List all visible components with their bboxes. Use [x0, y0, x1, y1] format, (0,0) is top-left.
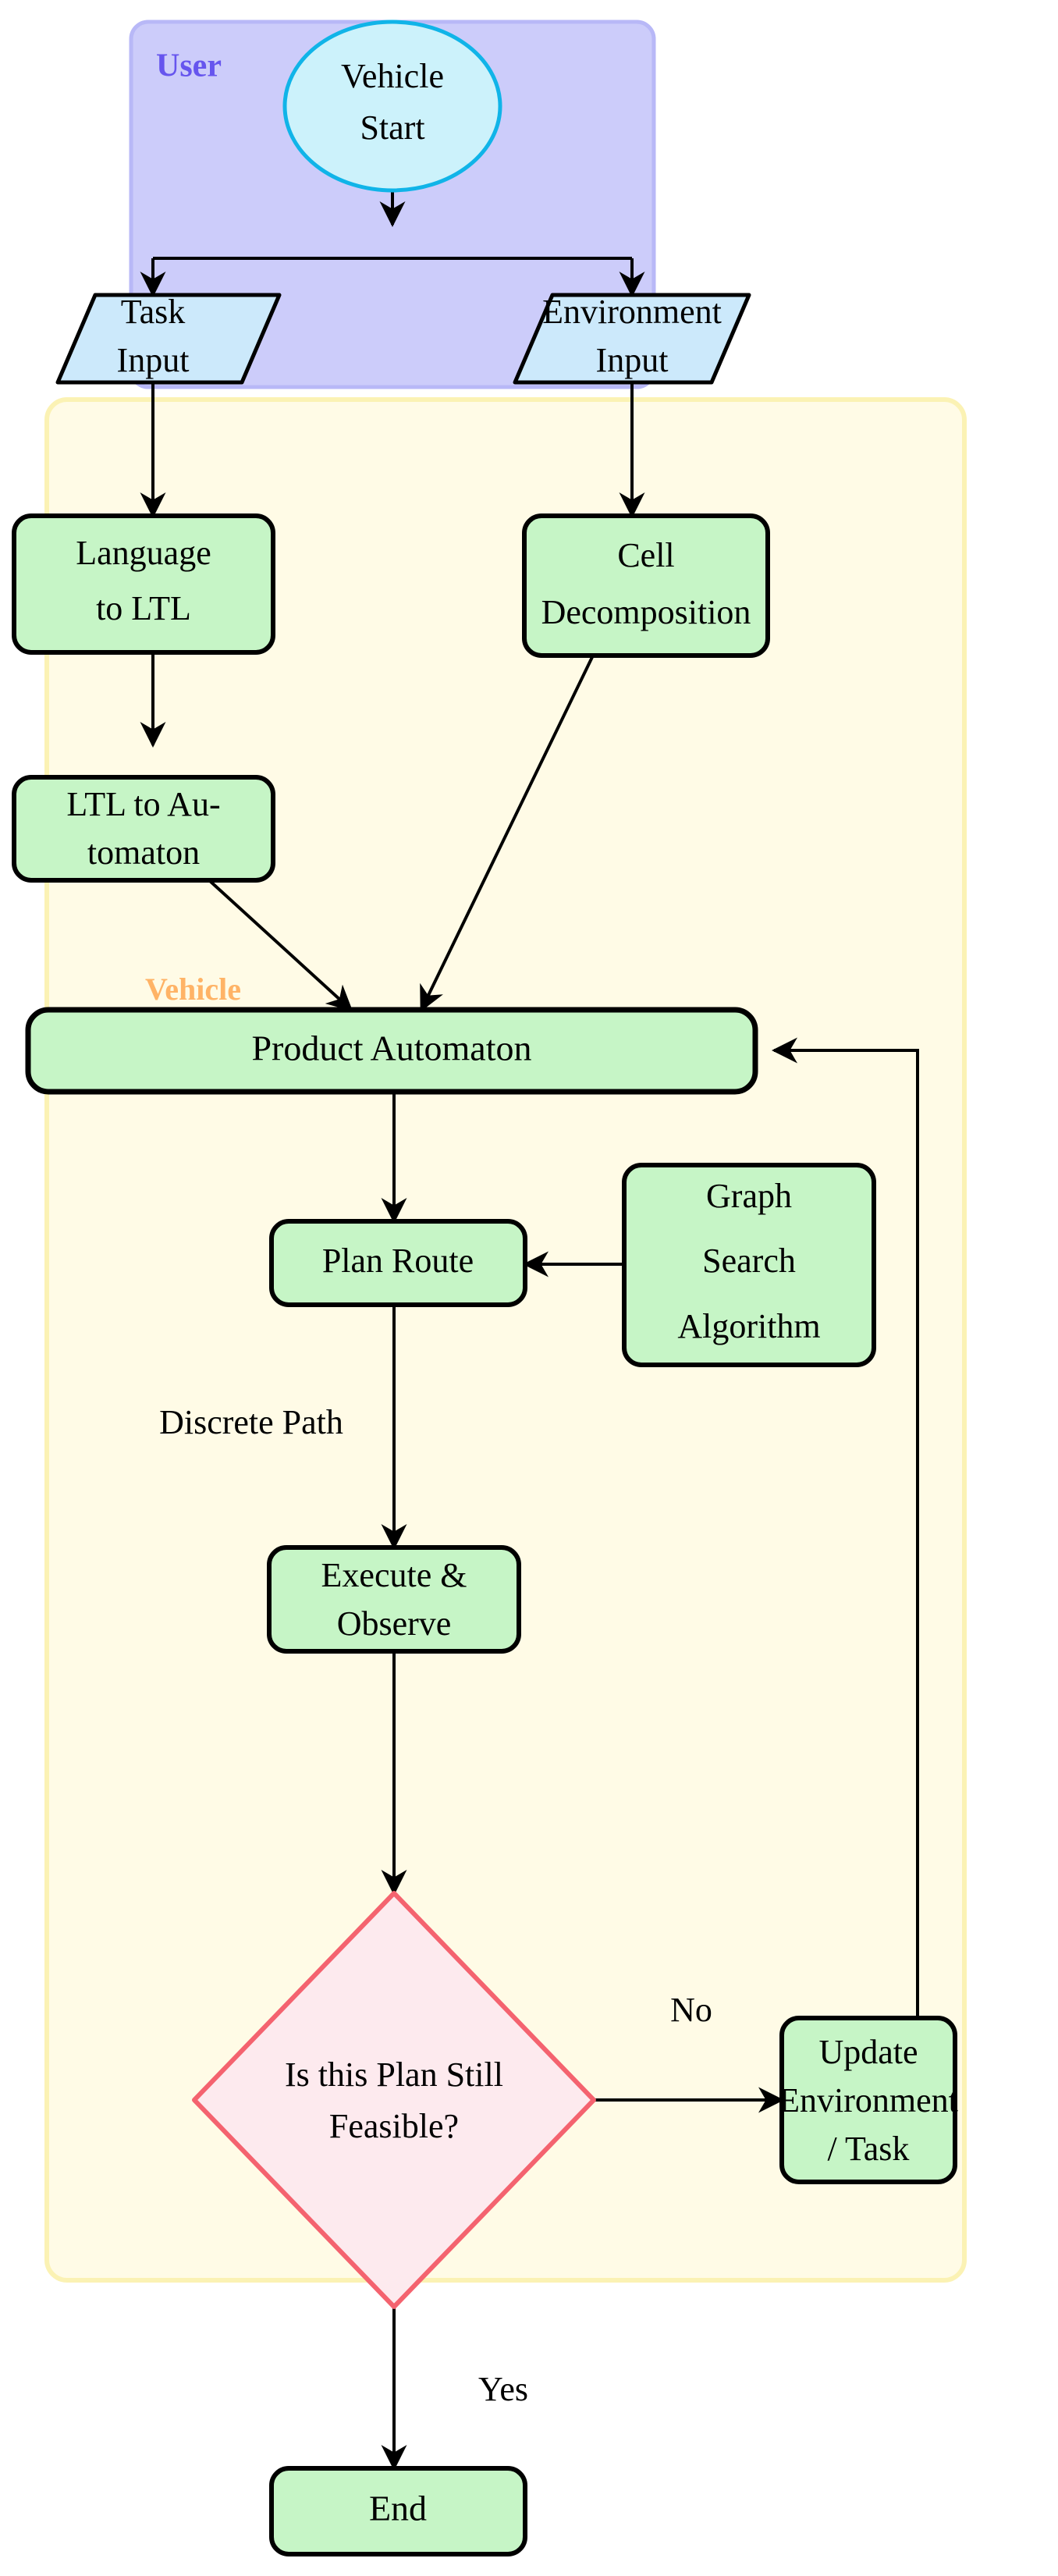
cell-decomposition-label-line2: Decomposition	[541, 593, 751, 631]
edge-update-to-product	[772, 1037, 919, 2040]
graph-search-label-line1: Graph	[706, 1177, 792, 1215]
update-env-task-label-line3: / Task	[828, 2130, 910, 2168]
task-input-label-line2: Input	[117, 341, 190, 379]
feasible-decision-label-line2: Feasible?	[329, 2107, 459, 2145]
execute-observe-shape[interactable]	[267, 1545, 521, 1654]
vehicle-start-label-line2: Start	[360, 108, 424, 147]
node-language-to-ltl[interactable]: Language to LTL	[12, 513, 275, 655]
update-env-task-label-line1: Update	[818, 2033, 918, 2071]
ltl-to-automaton-shape[interactable]	[12, 775, 275, 883]
node-environment-input[interactable]: Environment Input	[513, 293, 751, 385]
edge-label-discrete-path: Discrete Path	[159, 1403, 343, 1441]
ltl-to-automaton-label-line2: tomaton	[87, 833, 200, 872]
end-label: End	[369, 2489, 427, 2528]
edge-label-layer: Discrete Path No Yes	[159, 1403, 712, 2408]
node-execute-observe[interactable]: Execute & Observe	[267, 1545, 521, 1654]
feasible-decision-label-line1: Is this Plan Still	[285, 2055, 503, 2094]
task-input-label-line1: Task	[121, 293, 185, 331]
node-cell-decomposition[interactable]: Cell Decomposition	[522, 513, 770, 658]
edge-automaton-to-product	[208, 879, 353, 1012]
node-vehicle-start[interactable]: Vehicle Start	[282, 20, 502, 193]
product-automaton-shape[interactable]	[25, 1007, 758, 1095]
graph-search-label-line2: Search	[702, 1242, 796, 1280]
environment-input-shape[interactable]	[513, 293, 751, 385]
ltl-to-automaton-label-line1: LTL to Au-	[66, 785, 220, 823]
plan-route-shape[interactable]	[269, 1219, 527, 1307]
execute-observe-label-line1: Execute &	[321, 1556, 467, 1594]
feasible-decision-shape[interactable]	[192, 1891, 596, 2309]
node-update-env-task[interactable]: Update Environment / Task	[779, 2016, 958, 2184]
node-ltl-to-automaton[interactable]: LTL to Au- tomaton	[12, 775, 275, 883]
update-env-task-label-line2: Environment	[779, 2081, 958, 2119]
product-automaton-label: Product Automaton	[251, 1029, 531, 1068]
cell-decomposition-shape[interactable]	[522, 513, 770, 658]
vehicle-group-container: Vehicle	[44, 397, 967, 2283]
update-env-task-shape[interactable]	[779, 2016, 957, 2184]
node-graph-search[interactable]: Graph Search Algorithm	[622, 1163, 876, 1367]
node-end[interactable]: End	[269, 2466, 527, 2556]
edge-cell-to-product	[420, 655, 595, 1012]
graph-search-shape[interactable]	[622, 1163, 876, 1367]
language-to-ltl-shape[interactable]	[12, 513, 275, 655]
edge-label-yes: Yes	[478, 2370, 528, 2408]
plan-route-label: Plan Route	[322, 1242, 474, 1280]
end-shape[interactable]	[269, 2466, 527, 2556]
vehicle-group-box	[44, 397, 967, 2283]
node-plan-route[interactable]: Plan Route	[269, 1219, 527, 1307]
edge-label-no: No	[670, 1991, 712, 2029]
task-input-shape[interactable]	[55, 293, 282, 385]
cell-decomposition-label-line1: Cell	[617, 536, 674, 574]
node-feasible-decision[interactable]: Is this Plan Still Feasible?	[192, 1891, 596, 2309]
environment-input-label-line1: Environment	[542, 293, 722, 331]
node-product-automaton[interactable]: Product Automaton	[25, 1007, 758, 1095]
graph-search-label-line3: Algorithm	[677, 1307, 820, 1345]
user-group-label: User	[156, 48, 222, 84]
vehicle-start-label-line1: Vehicle	[341, 57, 444, 95]
environment-input-label-line2: Input	[596, 341, 669, 379]
execute-observe-label-line2: Observe	[337, 1604, 452, 1643]
language-to-ltl-label-line2: to LTL	[96, 589, 191, 627]
node-task-input[interactable]: Task Input	[55, 293, 282, 385]
language-to-ltl-label-line1: Language	[76, 534, 211, 572]
vehicle-group-label: Vehicle	[145, 972, 241, 1007]
vehicle-start-shape[interactable]	[282, 20, 502, 193]
